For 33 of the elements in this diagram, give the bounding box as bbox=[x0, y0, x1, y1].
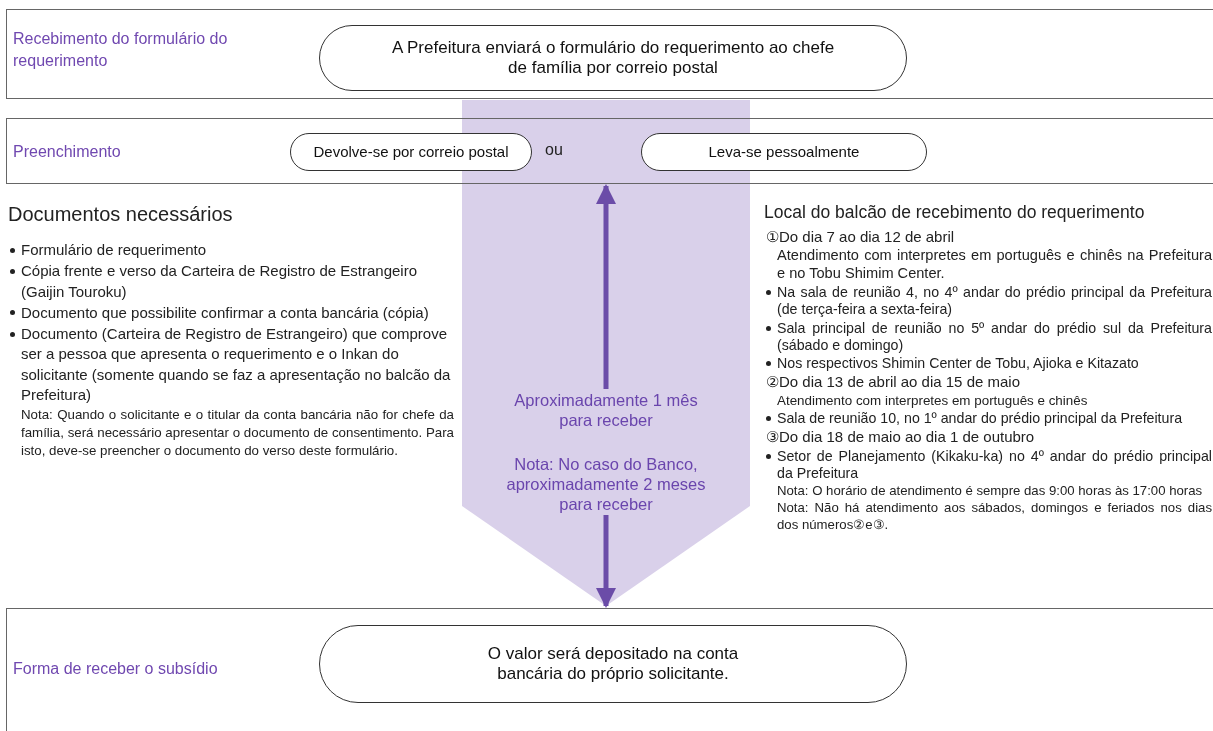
section-band bbox=[6, 608, 1213, 731]
note-text: Atendimento com interpretes em português e chinês na Prefeitura e no Tobu Shimim Center. bbox=[776, 247, 1212, 283]
list-item: Sala de reunião 10, no 1º andar do prédio principal da Prefeitura bbox=[777, 410, 1184, 428]
period-heading: ①Do dia 7 ao dia 12 de abril bbox=[765, 228, 956, 247]
connector-word: ou bbox=[545, 141, 563, 159]
arrow bbox=[596, 515, 616, 608]
list-item: Cópia frente e verso da Carteira de Registro de Estrangeiro (Gaijin Touroku) bbox=[21, 261, 419, 302]
section-heading: Local do balcão de recebimento do requerimento bbox=[764, 202, 1146, 223]
note-text: Atendimento com interpretes em português e chinês bbox=[776, 392, 1089, 410]
rounded-box: A Prefeitura enviará o formulário do requerimento ao chefe de família por correio postal bbox=[319, 25, 907, 91]
list-item: Setor de Planejamento (Kikaku-ka) no 4º andar do prédio principal da Prefeitura bbox=[777, 447, 1212, 483]
rounded-box: Devolve-se por correio postal bbox=[290, 133, 532, 171]
rounded-box: Leva-se pessoalmente bbox=[641, 133, 927, 171]
note-text: Nota: No caso do Banco, aproximadamente 2 meses para receber bbox=[505, 453, 707, 514]
note-text: Nota: O horário de atendimento é sempre das 9:00 horas às 17:00 horas bbox=[776, 483, 1204, 500]
period-heading: ②Do dia 13 de abril ao dia 15 de maio bbox=[765, 373, 1021, 392]
period-heading: ③Do dia 18 de maio ao dia 1 de outubro bbox=[765, 428, 1036, 447]
section-heading: Documentos necessários bbox=[8, 202, 234, 226]
section-title: Forma de receber o subsídio bbox=[13, 659, 219, 679]
list-item: Documento que possibilite confirmar a conta bancária (cópia) bbox=[21, 302, 430, 323]
section-title: Recebimento do formulário do requerimento bbox=[13, 29, 229, 71]
section-band bbox=[6, 9, 1213, 99]
section-title: Preenchimento bbox=[13, 142, 122, 162]
list-item: Documento (Carteira de Registro de Estrangeiro) que comprove ser a pessoa que apresenta o requerimento e o Inkan do solicitante (somente quando se faz a apresentação no balcão da Prefeitura) bbox=[21, 324, 452, 405]
list-item: Na sala de reunião 4, no 4º andar do prédio principal da Prefeitura (de terça-feira a sexta-feira) bbox=[777, 283, 1212, 319]
list-item: Formulário de requerimento bbox=[21, 240, 208, 260]
arrow bbox=[596, 184, 616, 389]
duration-text: Aproximadamente 1 mês para receber bbox=[513, 390, 699, 431]
list-item: Sala principal de reunião no 5º andar do prédio sul da Prefeitura (sábado e domingo) bbox=[777, 319, 1212, 355]
note-text: Nota: Não há atendimento aos sábados, domingos e feriados nos dias dos números②e③. bbox=[776, 500, 1212, 533]
rounded-box: O valor será depositado na conta bancária do próprio solicitante. bbox=[319, 625, 907, 703]
note-text: Nota: Quando o solicitante e o titular da conta bancária não for chefe da família, será necessário apresentar o documento de consentimento. Para isto, deve-se preencher o documento do verso deste formulário. bbox=[20, 406, 454, 460]
list-item: Nos respectivos Shimin Center de Tobu, Ajioka e Kitazato bbox=[777, 355, 1140, 373]
